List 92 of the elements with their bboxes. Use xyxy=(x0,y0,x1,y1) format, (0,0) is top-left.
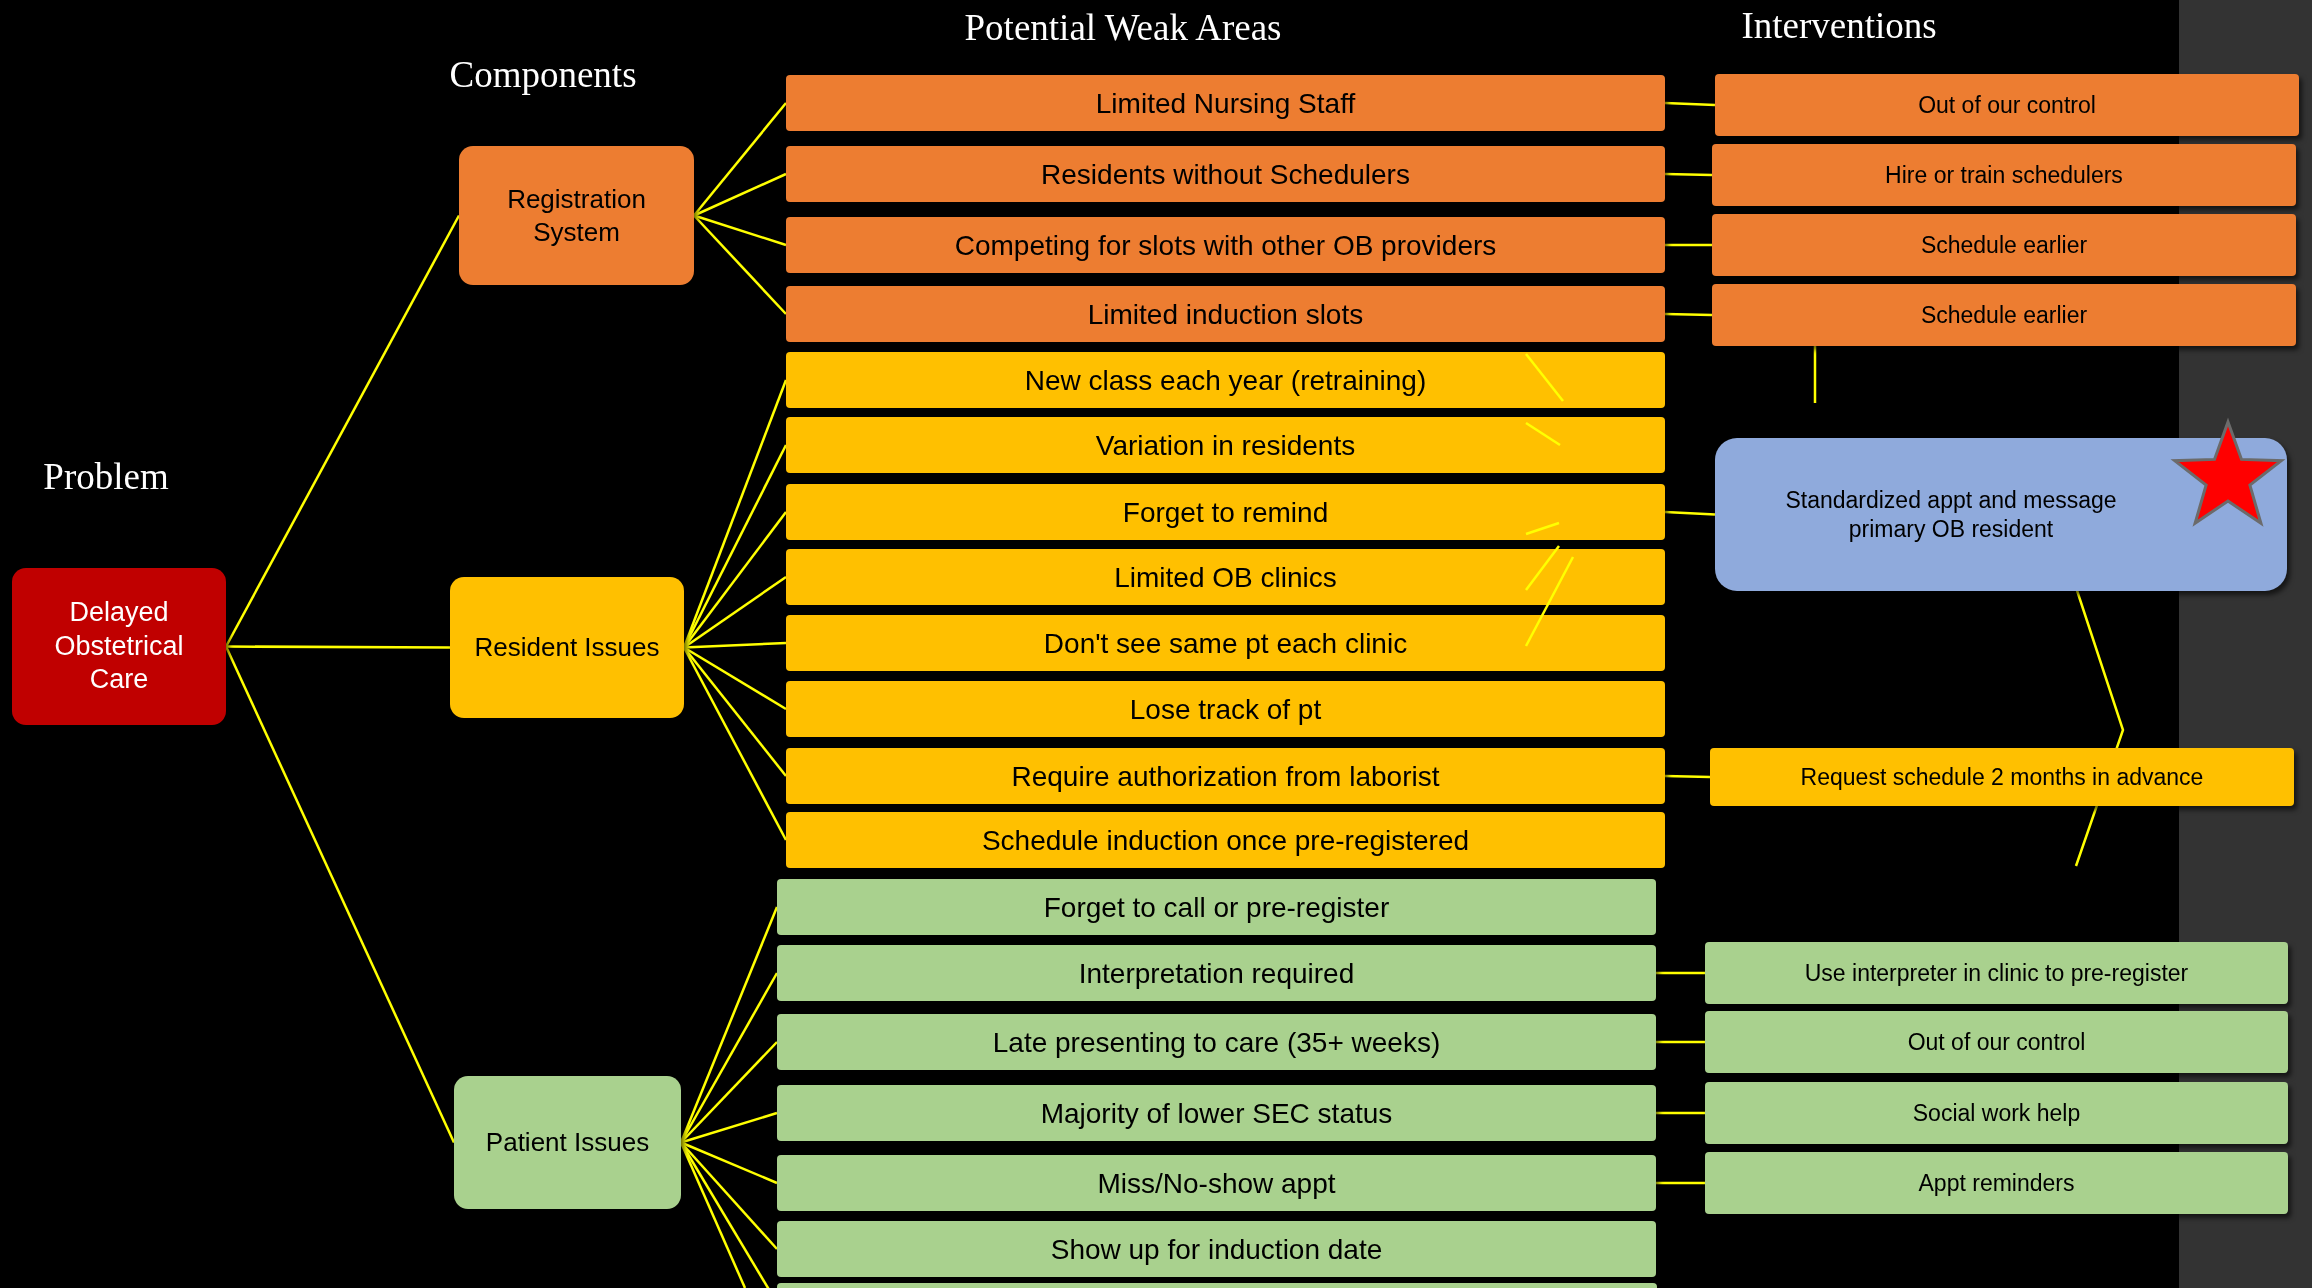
component-box xyxy=(454,1076,681,1209)
intervention-box xyxy=(1712,284,2296,346)
node-text: Delayed Obstetrical Care xyxy=(53,595,185,697)
connector-line xyxy=(680,1141,778,1185)
weak-area-box xyxy=(786,75,1665,131)
weak-area-box xyxy=(786,146,1665,202)
node-text: Residents without Schedulers xyxy=(1041,157,1410,192)
weak-area-box xyxy=(777,945,1656,1001)
node-text: Resident Issues xyxy=(474,631,660,664)
node-text: Limited induction slots xyxy=(1087,297,1364,332)
intervention-box xyxy=(1710,748,2294,806)
node-text: Lose track of pt xyxy=(1129,692,1322,727)
node-text: Miss/No-show appt xyxy=(1097,1166,1336,1201)
node-text: Late presenting to care (35+ weeks) xyxy=(992,1025,1441,1060)
node-text: Schedule earlier xyxy=(1920,300,2088,330)
weak-area-box xyxy=(777,1014,1656,1070)
connector-line xyxy=(1664,774,1711,779)
intervention-box xyxy=(1715,438,2287,591)
node-text: Limited OB clinics xyxy=(1114,560,1337,595)
node-text: Show up for induction date xyxy=(1050,1232,1383,1267)
column-heading: Interventions xyxy=(1741,3,1937,47)
node-text: Competing for slots with other OB providers xyxy=(954,228,1497,263)
node-text: Hire or train schedulers xyxy=(1885,160,2123,190)
weak-area-box xyxy=(786,549,1665,605)
node-text: Schedule earlier xyxy=(1920,230,2088,260)
intervention-box xyxy=(1705,1152,2288,1214)
connector-line xyxy=(680,1041,778,1144)
connector-line xyxy=(224,645,456,1144)
node-text: Request schedule 2 months in advance xyxy=(1800,762,2204,792)
intervention-box xyxy=(1705,1011,2288,1073)
weak-area-box xyxy=(786,748,1665,804)
column-heading: Components xyxy=(449,52,637,96)
weak-area-box xyxy=(777,1155,1656,1211)
intervention-box xyxy=(1715,74,2299,136)
problem-box xyxy=(12,568,226,725)
node-text: Forget to remind xyxy=(1122,495,1329,530)
connector-line xyxy=(1656,1040,1705,1044)
connector-line xyxy=(1664,101,1716,107)
weak-area-box xyxy=(786,352,1665,408)
connector-line xyxy=(683,646,787,711)
connector-line xyxy=(1656,1181,1705,1185)
column-heading: Problem xyxy=(43,454,169,498)
connector-line xyxy=(1665,243,1712,247)
node-text: Schedule induction once pre-registered xyxy=(981,823,1470,858)
connector-line xyxy=(1656,971,1705,975)
node-text: Standardized appt and message primary OB resident xyxy=(1784,485,2118,544)
connector-line xyxy=(1664,172,1713,177)
weak-area-box xyxy=(777,879,1656,935)
connector-line xyxy=(693,172,787,217)
node-text: Variation in residents xyxy=(1095,428,1356,463)
node-text: New class each year (retraining) xyxy=(1024,363,1427,398)
weak-area-box xyxy=(786,217,1665,273)
connector-line xyxy=(226,645,450,649)
weak-area-box xyxy=(777,1085,1656,1141)
weak-area-box xyxy=(777,1221,1656,1277)
node-text: Don't see same pt each clinic xyxy=(1043,626,1408,661)
weak-area-box xyxy=(786,484,1665,540)
intervention-box xyxy=(1705,942,2288,1004)
connector-line xyxy=(683,641,787,649)
weak-area-box xyxy=(786,812,1665,868)
intervention-box xyxy=(1712,214,2296,276)
connector-line xyxy=(1813,346,1817,403)
node-text: Out of our control xyxy=(1907,1027,2086,1057)
node-text: Registration System xyxy=(506,183,647,248)
intervention-box xyxy=(1712,144,2296,206)
node-text: Social work help xyxy=(1912,1098,2081,1128)
weak-area-box xyxy=(786,615,1665,671)
connector-line xyxy=(1664,312,1713,317)
weak-area-box xyxy=(786,417,1665,473)
node-text: Out of our control xyxy=(1918,90,2096,120)
connector-line xyxy=(224,214,461,648)
component-box xyxy=(459,146,694,285)
column-heading: Potential Weak Areas xyxy=(964,5,1282,49)
weak-area-box xyxy=(786,286,1665,342)
node-text: Use interpreter in clinic to pre-register xyxy=(1804,958,2189,988)
connector-line xyxy=(693,214,787,247)
node-text: Interpretation required xyxy=(1078,956,1355,991)
node-text: Appt reminders xyxy=(1918,1168,2075,1198)
connector-line xyxy=(683,575,787,649)
node-text: Limited Nursing Staff xyxy=(1095,86,1356,121)
connector-line xyxy=(693,214,787,315)
component-box xyxy=(450,577,684,718)
node-text: Majority of lower SEC status xyxy=(1040,1096,1393,1131)
node-text: Patient Issues xyxy=(485,1126,650,1159)
connector-line xyxy=(680,1111,778,1144)
intervention-box xyxy=(1705,1082,2288,1144)
node-text: Forget to call or pre-register xyxy=(1043,890,1390,925)
connector-line xyxy=(1656,1111,1705,1115)
weak-area-box xyxy=(786,681,1665,737)
connector-line xyxy=(1664,510,1716,516)
node-text: Require authorization from laborist xyxy=(1011,759,1440,794)
connector-line xyxy=(693,102,787,217)
